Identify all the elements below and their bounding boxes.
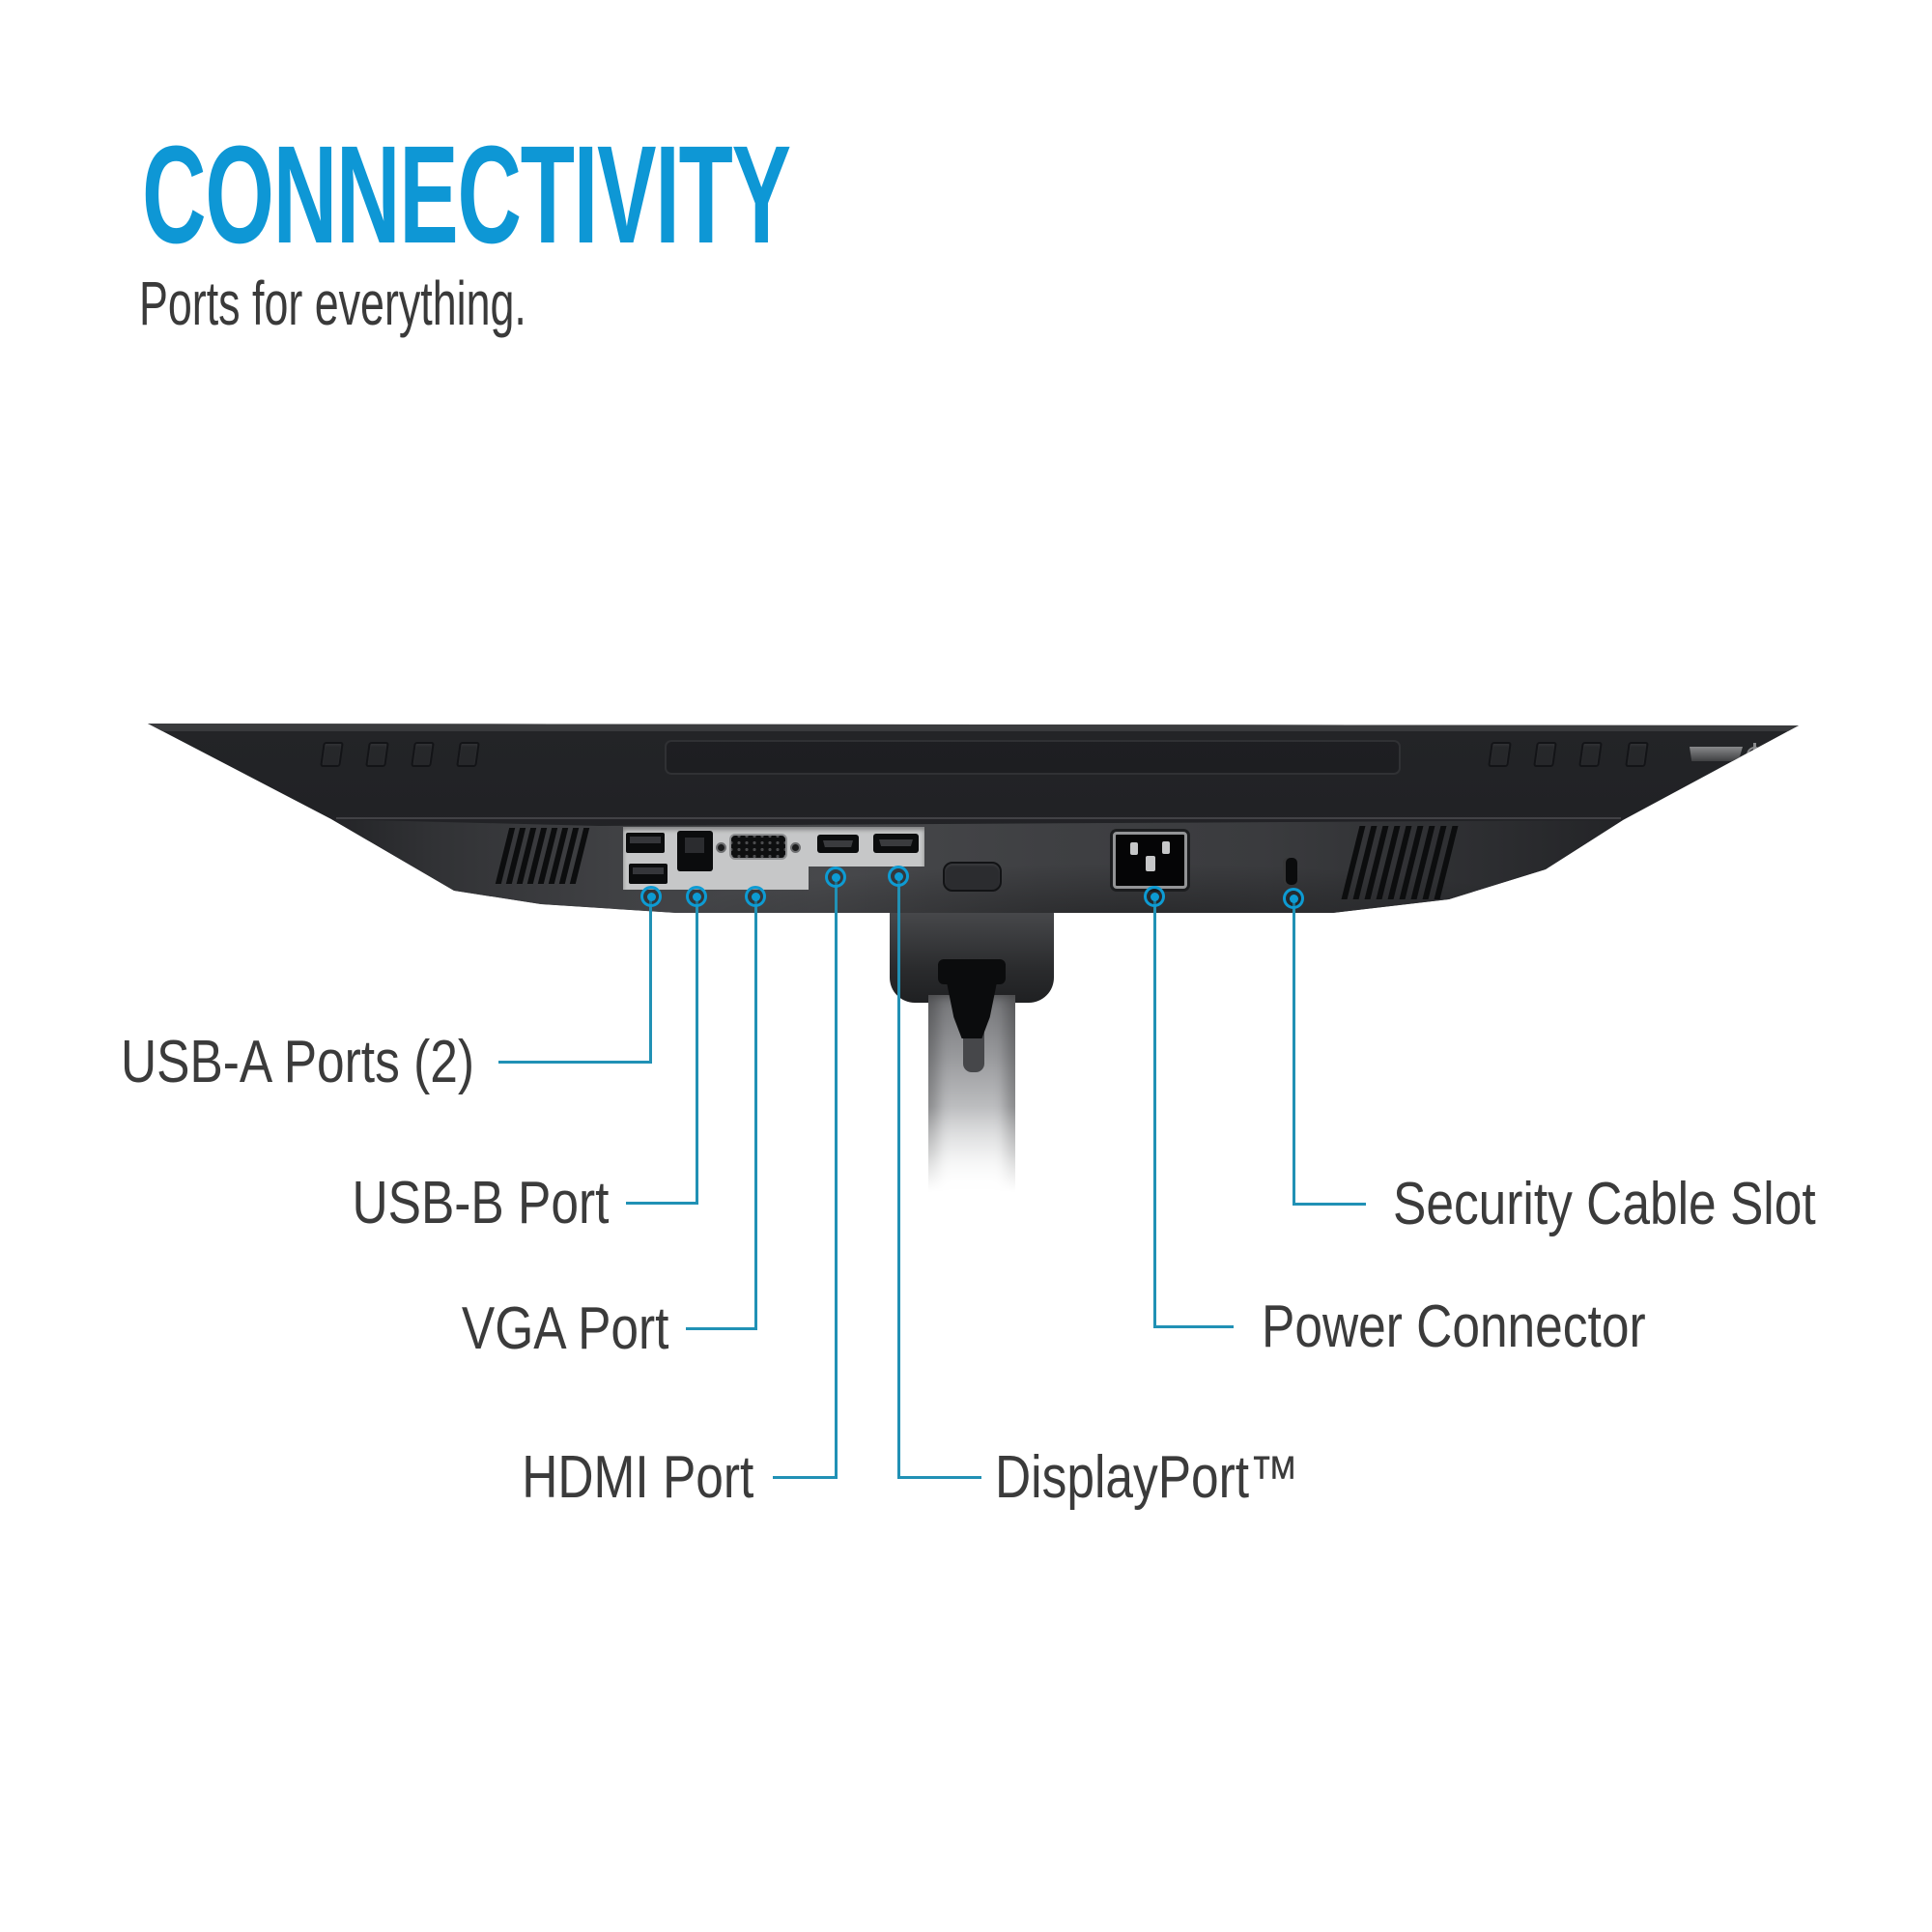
callout-label-usb-b: USB-B Port bbox=[352, 1170, 609, 1236]
osd-button bbox=[411, 742, 435, 767]
page-title: CONNECTIVITY bbox=[142, 117, 791, 272]
osd-button bbox=[456, 742, 480, 767]
callout-label-displayport: DisplayPort™ bbox=[995, 1444, 1299, 1511]
callout-dot-security bbox=[1283, 888, 1304, 909]
monitor-stand-hinge-bracket bbox=[938, 959, 1006, 984]
vent-grille-right bbox=[1341, 826, 1459, 899]
callout-label-security: Security Cable Slot bbox=[1393, 1171, 1816, 1237]
callout-label-usb-a: USB-A Ports (2) bbox=[120, 1029, 474, 1095]
callout-line-vga bbox=[686, 1327, 757, 1330]
hdmi-port bbox=[817, 835, 859, 853]
callout-dot-usb-b bbox=[686, 886, 707, 907]
power-connector-inlet bbox=[1113, 832, 1187, 889]
callout-dot-usb-a bbox=[640, 886, 662, 907]
osd-button bbox=[1578, 742, 1603, 767]
stand-release-latch bbox=[943, 862, 1002, 892]
callout-line-displayport bbox=[897, 876, 900, 1478]
callout-line-power bbox=[1153, 1325, 1234, 1328]
callout-label-vga: VGA Port bbox=[461, 1295, 668, 1362]
callout-line-security bbox=[1293, 898, 1295, 1205]
monitor-body bbox=[148, 724, 1799, 913]
page-subtitle: Ports for everything. bbox=[139, 269, 526, 338]
callout-line-usb-a bbox=[498, 1061, 652, 1064]
vga-port bbox=[716, 834, 801, 861]
callout-label-hdmi: HDMI Port bbox=[521, 1444, 753, 1511]
security-cable-slot-graphic bbox=[1283, 858, 1297, 885]
displayport-port bbox=[873, 834, 919, 853]
callout-line-hdmi bbox=[773, 1476, 838, 1479]
monitor-top-chamfer bbox=[148, 724, 1799, 731]
usb-a-port-1 bbox=[626, 833, 665, 853]
usb-a-port-2 bbox=[629, 864, 668, 884]
callout-dot-vga bbox=[745, 886, 766, 907]
callout-line-usb-a bbox=[649, 896, 652, 1063]
callout-line-usb-b bbox=[626, 1202, 698, 1205]
rear-panel-groove bbox=[665, 740, 1401, 775]
callout-dot-hdmi bbox=[825, 867, 846, 888]
monitor-front-edge-highlight bbox=[336, 817, 1621, 819]
callout-label-power: Power Connector bbox=[1262, 1293, 1646, 1360]
callout-line-vga bbox=[754, 896, 757, 1329]
callout-line-power bbox=[1153, 896, 1156, 1327]
usb-b-port bbox=[677, 831, 713, 871]
callout-dot-displayport bbox=[888, 866, 909, 887]
osd-button bbox=[320, 742, 344, 767]
osd-button bbox=[1625, 742, 1649, 767]
power-icon bbox=[1747, 743, 1763, 763]
callout-dot-power bbox=[1144, 886, 1165, 907]
osd-button bbox=[1533, 742, 1557, 767]
osd-button bbox=[365, 742, 389, 767]
osd-button bbox=[1488, 742, 1512, 767]
callout-line-usb-b bbox=[696, 896, 698, 1204]
power-slider-button bbox=[1690, 747, 1743, 761]
callout-line-displayport bbox=[897, 1476, 981, 1479]
monitor-stand-notch bbox=[963, 1030, 984, 1072]
callout-line-security bbox=[1293, 1203, 1366, 1206]
callout-line-hdmi bbox=[835, 877, 838, 1478]
vent-grille-left bbox=[495, 828, 590, 884]
